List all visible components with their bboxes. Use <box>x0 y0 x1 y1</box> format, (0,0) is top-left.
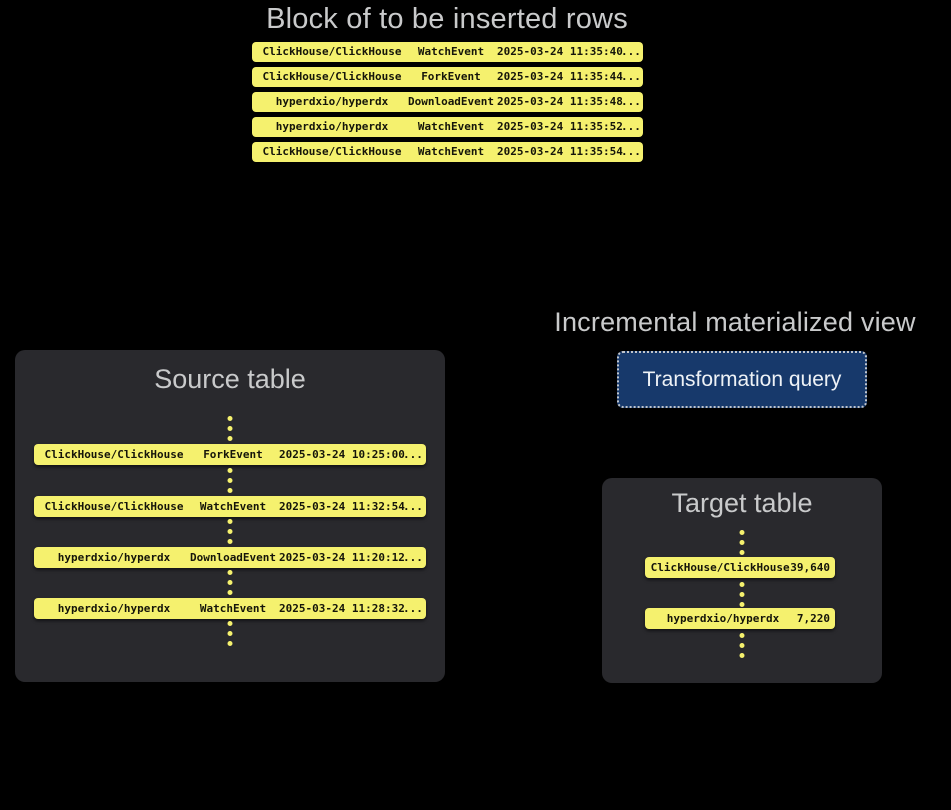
vertical-ellipsis-icon <box>227 621 233 646</box>
row-repo: hyperdxio/hyperdx <box>275 120 389 133</box>
row-event: WatchEvent <box>199 500 267 513</box>
row-repo: hyperdxio/hyperdx <box>666 612 780 625</box>
table-row: ClickHouse/ClickHouse WatchEvent 2025-03… <box>252 142 643 162</box>
row-ellipsis: ... <box>403 448 423 461</box>
row-event: DownloadEvent <box>189 551 277 564</box>
row-repo: ClickHouse/ClickHouse <box>44 448 184 461</box>
materialized-view-title: Incremental materialized view <box>554 307 916 337</box>
row-event: ForkEvent <box>421 70 481 83</box>
row-event: WatchEvent <box>417 145 485 158</box>
row-timestamp: 2025-03-24 10:25:00 <box>279 448 405 461</box>
row-ellipsis: ... <box>621 95 641 108</box>
row-ellipsis: ... <box>621 145 641 158</box>
row-timestamp: 2025-03-24 11:32:54 <box>279 500 405 513</box>
row-repo: hyperdxio/hyperdx <box>57 602 171 615</box>
row-repo: ClickHouse/ClickHouse <box>262 145 402 158</box>
vertical-ellipsis-icon <box>739 633 745 658</box>
row-timestamp: 2025-03-24 11:35:40 <box>497 45 623 58</box>
insert-block-title: Block of to be inserted rows <box>266 3 628 35</box>
row-timestamp: 2025-03-24 11:20:12 <box>279 551 405 564</box>
row-ellipsis: ... <box>403 602 423 615</box>
row-timestamp: 2025-03-24 11:35:48 <box>497 95 623 108</box>
vertical-ellipsis-icon <box>227 468 233 493</box>
row-repo: ClickHouse/ClickHouse <box>262 45 402 58</box>
table-row: hyperdxio/hyperdx DownloadEvent 2025-03-… <box>252 92 643 112</box>
row-ellipsis: ... <box>403 500 423 513</box>
row-count: 39,640 <box>790 561 830 574</box>
table-row: hyperdxio/hyperdx WatchEvent 2025-03-24 … <box>252 117 643 137</box>
row-count: 7,220 <box>796 612 830 625</box>
source-table-card: Source table ClickHouse/ClickHouse ForkE… <box>15 350 445 682</box>
target-table-title: Target table <box>671 488 813 518</box>
row-event: WatchEvent <box>417 45 485 58</box>
insert-block-rows: ClickHouse/ClickHouse WatchEvent 2025-03… <box>252 42 643 167</box>
table-row: ClickHouse/ClickHouse 39,640 <box>645 557 835 578</box>
row-ellipsis: ... <box>621 70 641 83</box>
table-row: ClickHouse/ClickHouse WatchEvent 2025-03… <box>252 42 643 62</box>
source-table-title: Source table <box>154 364 306 394</box>
vertical-ellipsis-icon <box>227 519 233 544</box>
row-repo: ClickHouse/ClickHouse <box>650 561 790 574</box>
row-event: DownloadEvent <box>407 95 495 108</box>
row-repo: ClickHouse/ClickHouse <box>262 70 402 83</box>
row-timestamp: 2025-03-24 11:28:32 <box>279 602 405 615</box>
transformation-query-button[interactable]: Transformation query <box>617 351 867 408</box>
row-repo: ClickHouse/ClickHouse <box>44 500 184 513</box>
row-ellipsis: ... <box>621 120 641 133</box>
row-event: WatchEvent <box>417 120 485 133</box>
table-row: ClickHouse/ClickHouse ForkEvent 2025-03-… <box>252 67 643 87</box>
row-event: ForkEvent <box>203 448 263 461</box>
target-table-card: Target table ClickHouse/ClickHouse 39,64… <box>602 478 882 683</box>
table-row: ClickHouse/ClickHouse WatchEvent 2025-03… <box>34 496 426 517</box>
row-ellipsis: ... <box>621 45 641 58</box>
row-repo: hyperdxio/hyperdx <box>57 551 171 564</box>
table-row: ClickHouse/ClickHouse ForkEvent 2025-03-… <box>34 444 426 465</box>
vertical-ellipsis-icon <box>227 416 233 441</box>
row-timestamp: 2025-03-24 11:35:44 <box>497 70 623 83</box>
table-row: hyperdxio/hyperdx WatchEvent 2025-03-24 … <box>34 598 426 619</box>
vertical-ellipsis-icon <box>227 570 233 595</box>
row-repo: hyperdxio/hyperdx <box>275 95 389 108</box>
row-event: WatchEvent <box>199 602 267 615</box>
row-ellipsis: ... <box>403 551 423 564</box>
table-row: hyperdxio/hyperdx 7,220 <box>645 608 835 629</box>
vertical-ellipsis-icon <box>739 582 745 607</box>
table-row: hyperdxio/hyperdx DownloadEvent 2025-03-… <box>34 547 426 568</box>
vertical-ellipsis-icon <box>739 530 745 555</box>
row-timestamp: 2025-03-24 11:35:54 <box>497 145 623 158</box>
row-timestamp: 2025-03-24 11:35:52 <box>497 120 623 133</box>
